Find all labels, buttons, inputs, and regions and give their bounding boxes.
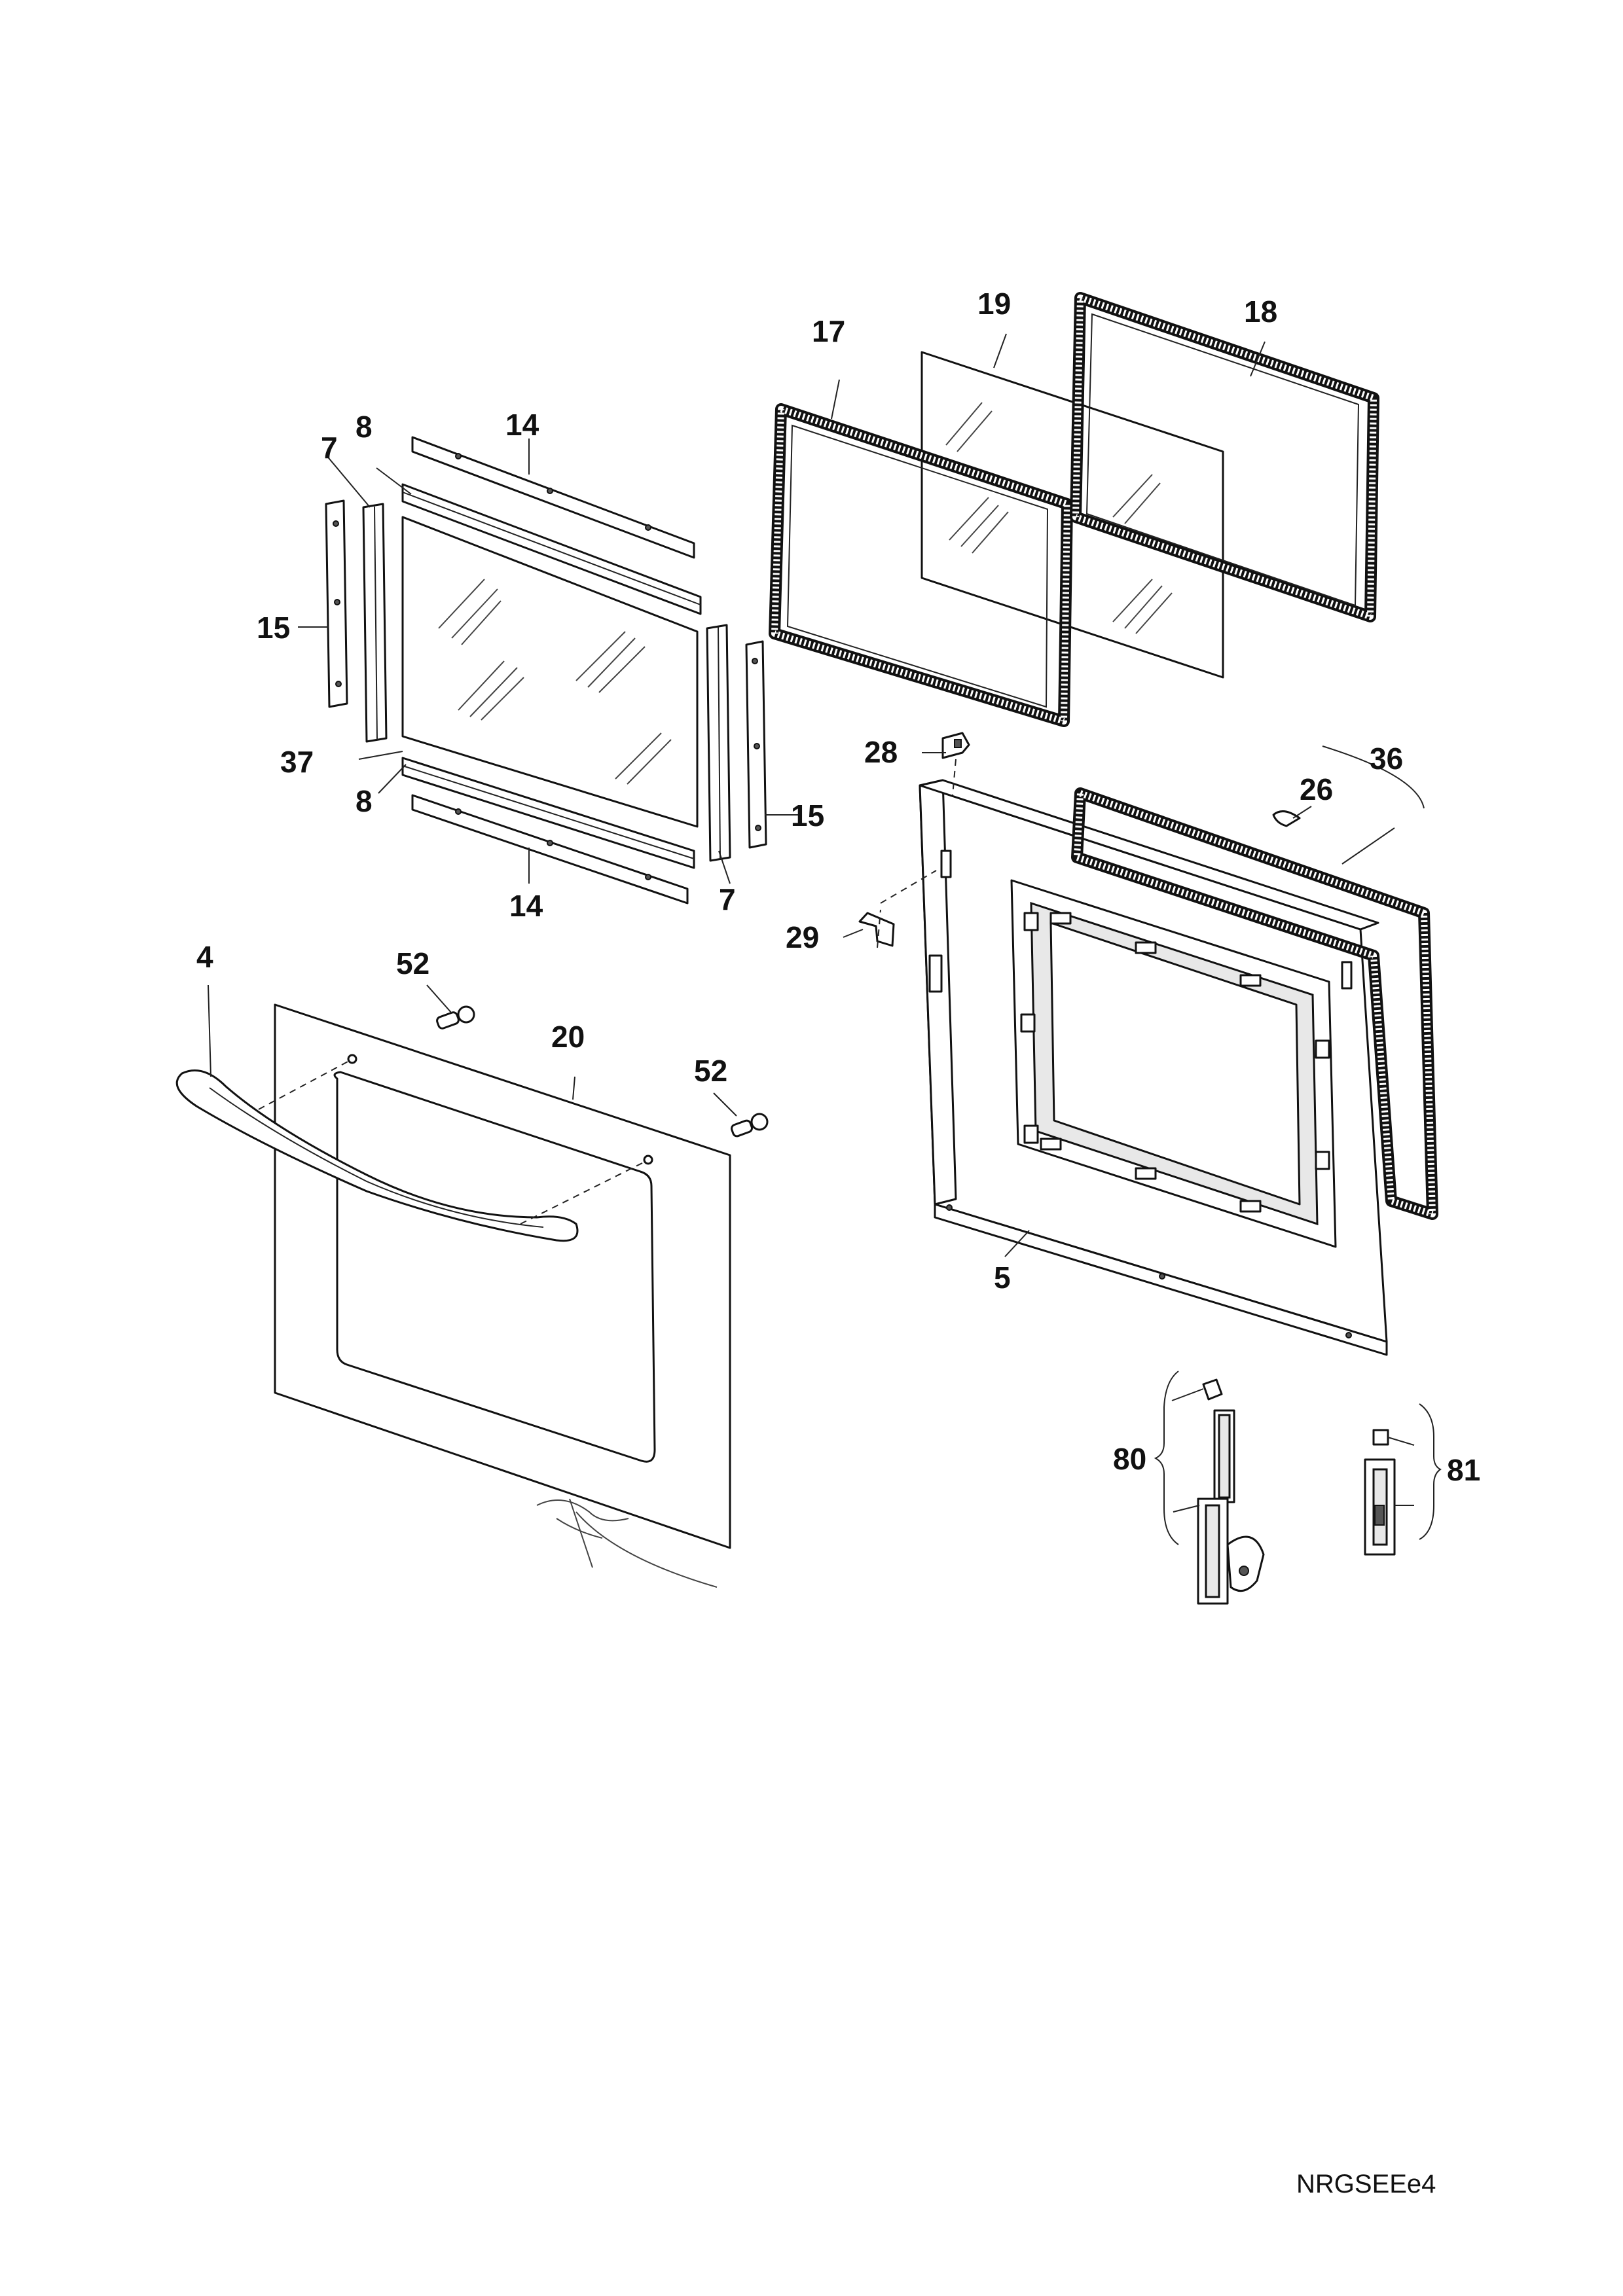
label-part-4: 4 (196, 940, 213, 974)
bottom-glass-channel-8 (401, 757, 695, 869)
clip-26 (1272, 810, 1301, 827)
inner-door-frame-5 (919, 779, 1388, 1356)
label-part-7-right: 7 (719, 882, 736, 916)
right-glass-strip-15 (745, 640, 767, 849)
label-part-14-bottom: 14 (509, 889, 543, 923)
bottom-glass-strip-14 (411, 794, 689, 905)
label-part-52-left: 52 (396, 946, 429, 980)
diagram-reference-code: NRGSEEe4 (1296, 2170, 1436, 2198)
label-part-26: 26 (1300, 772, 1333, 806)
right-glass-channel-7 (706, 624, 731, 862)
label-part-20: 20 (551, 1020, 585, 1054)
label-part-37: 37 (280, 745, 314, 779)
left-glass-channel-7 (362, 503, 388, 743)
label-part-36: 36 (1370, 742, 1403, 776)
label-part-17: 17 (812, 314, 845, 348)
label-part-19: 19 (977, 287, 1011, 321)
hinge-80 (1197, 1378, 1265, 1605)
label-part-81: 81 (1447, 1453, 1480, 1487)
label-part-28: 28 (864, 735, 898, 769)
door-gasket-17 (769, 403, 1073, 727)
leader-lines (208, 333, 1442, 1545)
left-glass-strip-15 (325, 499, 348, 708)
inner-glass-assembly (325, 436, 767, 905)
top-glass-channel-8 (401, 483, 702, 615)
door-gasket-18 (1070, 292, 1379, 622)
label-part-29: 29 (786, 920, 819, 954)
outer-glass-assembly (769, 292, 1379, 727)
inner-glass-pane-37 (401, 516, 699, 828)
label-part-7-left: 7 (321, 431, 338, 465)
bracket-29 (858, 912, 895, 947)
screw-52-right (731, 1113, 769, 1138)
screw-52-left (436, 1005, 475, 1030)
label-part-52-right: 52 (694, 1054, 727, 1088)
door-handle-4 (175, 1069, 579, 1242)
label-part-18: 18 (1244, 295, 1277, 329)
outer-door-panel-20 (274, 1003, 731, 1588)
top-glass-strip-14 (411, 436, 695, 559)
label-part-8-bottom: 8 (356, 784, 373, 818)
label-part-5: 5 (994, 1261, 1011, 1295)
label-part-8-top: 8 (356, 410, 373, 444)
frame-seal-36 (1071, 787, 1438, 1220)
label-part-80: 80 (1113, 1442, 1146, 1476)
label-part-15-right: 15 (791, 798, 824, 833)
label-part-15-left: 15 (257, 611, 290, 645)
label-part-14-top: 14 (505, 408, 539, 442)
part-labels: 14 8 7 15 37 8 14 7 15 17 19 18 28 26 36… (196, 287, 1480, 2198)
bracket-28 (941, 732, 970, 759)
hinge-81 (1364, 1429, 1396, 1556)
